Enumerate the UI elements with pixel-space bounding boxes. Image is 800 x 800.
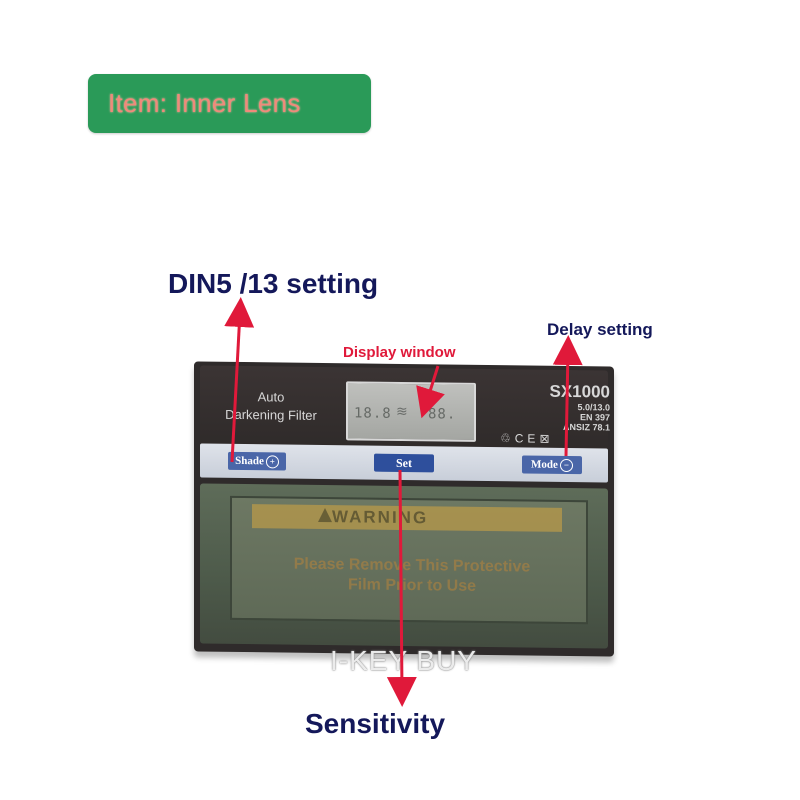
filter-title: Auto Darkening Filter [216,388,326,425]
filter-title-line-2: Darkening Filter [225,406,317,423]
filter-housing: Auto Darkening Filter 18.8 ≋ 88. SX1000 … [194,361,614,657]
model-name: SX1000 [549,381,611,402]
din-setting-label: DIN5 /13 setting [168,268,379,299]
item-badge-text: Item: Inner Lens [108,88,301,118]
plus-circle-icon: + [265,454,279,468]
lcd-display-window: 18.8 ≋ 88. [346,381,476,442]
warning-text: WARNING [332,507,429,528]
shade-button[interactable]: Shade+ [228,451,286,471]
inner-lens: WARNING Please Remove This Protective Fi… [200,483,608,649]
shade-button-label: Shade [235,454,264,468]
bin-icon: ⊠ [539,431,554,446]
model-info: SX1000 5.0/13.0 EN 397 ANSIZ 78.1 [510,381,611,433]
sensitivity-label: Sensitivity [305,708,446,739]
certification-marks: ♲CE⊠ [500,431,554,446]
minus-circle-icon: − [559,458,573,472]
watermark: I-KEY BUY [330,645,477,676]
lcd-right-digits: 88. [428,406,457,423]
warning-triangle-icon [318,507,332,523]
auto-darkening-filter: Auto Darkening Filter 18.8 ≋ 88. SX1000 … [194,361,614,666]
filter-title-line-1: Auto [257,389,285,405]
lcd-left-digits: 18.8 [354,405,392,422]
mode-button[interactable]: Mode− [522,455,582,475]
recycle-icon: ♲ [500,431,515,446]
mode-button-label: Mode [531,458,558,471]
display-window-label: Display window [343,344,456,361]
item-badge: Item: Inner Lens [88,74,371,133]
ce-mark: CE [514,431,540,446]
set-button[interactable]: Set [374,453,434,473]
signal-icon: ≋ [396,403,408,421]
set-button-label: Set [396,455,412,470]
delay-setting-label: Delay setting [547,320,653,339]
button-strip: Shade+ Set Mode− [200,443,608,483]
remove-film-text: Please Remove This Protective Film Prior… [293,555,531,595]
lens-film: WARNING Please Remove This Protective Fi… [230,495,588,625]
